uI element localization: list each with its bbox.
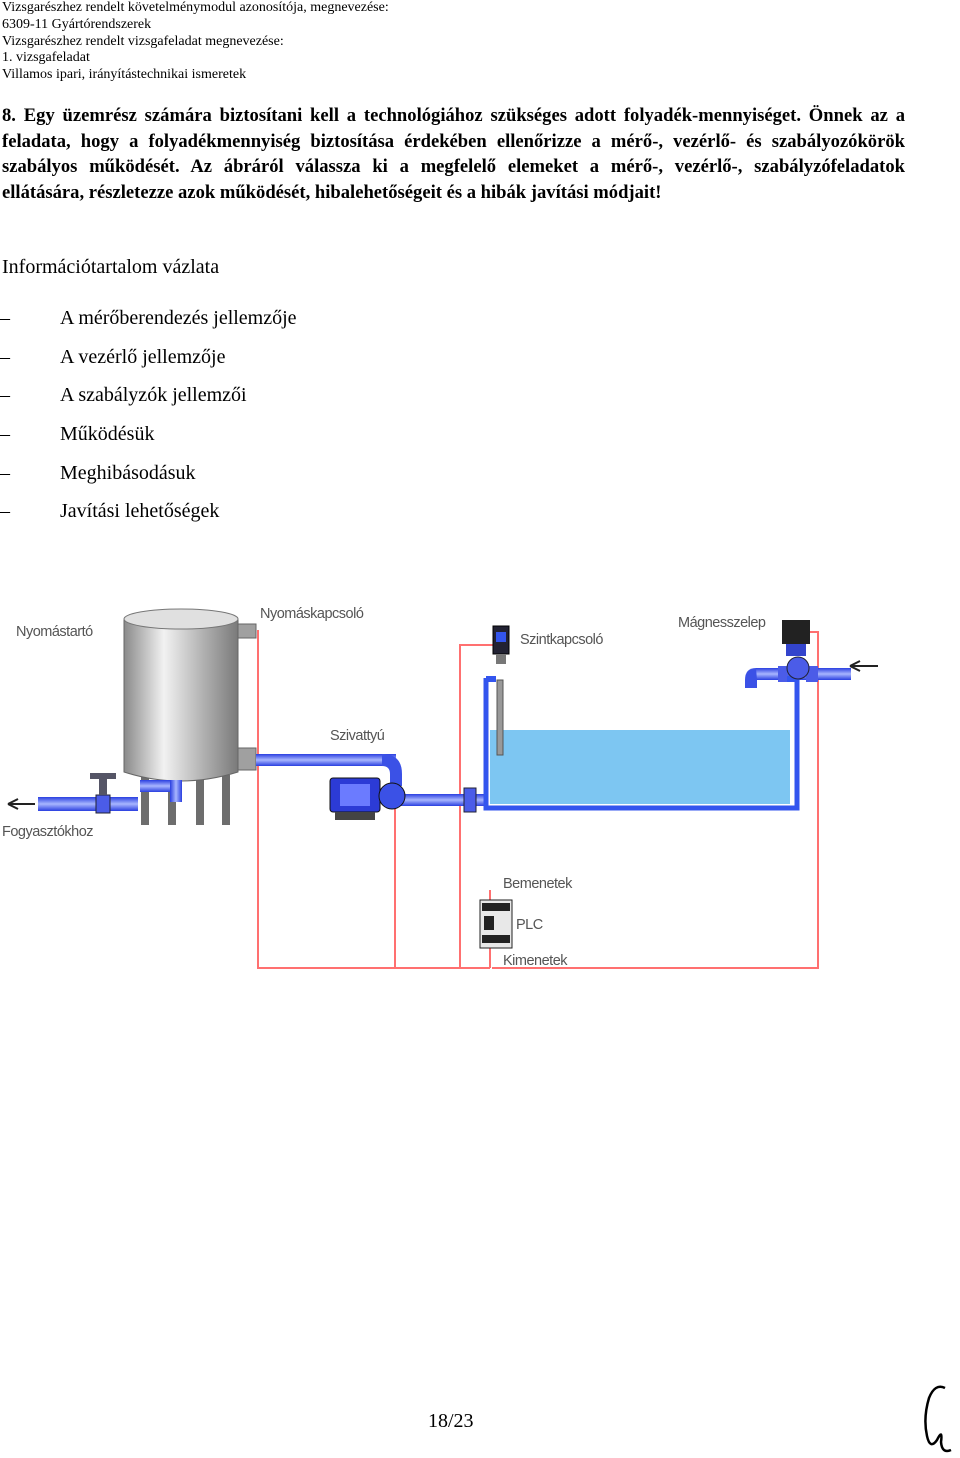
pump bbox=[329, 777, 406, 820]
header-line-4: 1. vizsgafeladat bbox=[2, 50, 90, 66]
list-item-text: Meghibásodásuk bbox=[60, 461, 196, 484]
water-tank bbox=[483, 676, 800, 811]
label-level-switch: Szintkapcsoló bbox=[520, 632, 603, 648]
header-line-2: 6309-11 Gyártórendszerek bbox=[2, 16, 152, 32]
wire-level-switch bbox=[459, 644, 500, 968]
label-solenoid-valve: Mágnesszelep bbox=[678, 615, 766, 631]
list-item-text: Javítási lehetőségek bbox=[60, 500, 220, 523]
list-dash: – bbox=[0, 345, 10, 368]
document-header: Vizsgarészhez rendelt követelménymodul a… bbox=[2, 0, 389, 84]
header-line-3: Vizsgarészhez rendelt vizsgafeladat megn… bbox=[2, 33, 284, 49]
label-pressure-switch: Nyomáskapcsoló bbox=[260, 606, 364, 622]
list-dash: – bbox=[0, 423, 10, 446]
level-switch bbox=[492, 625, 510, 756]
flow-arrows bbox=[7, 660, 878, 810]
label-inputs: Bemenetek bbox=[503, 876, 573, 892]
process-diagram: Nyomástartó Nyomáskapcsoló Szintkapcsoló… bbox=[2, 606, 878, 969]
list-dash: – bbox=[0, 307, 10, 329]
header-line-5: Villamos ipari, irányítástechnikai ismer… bbox=[2, 67, 247, 83]
list-dash: – bbox=[0, 500, 10, 523]
list-item-text: A vezérlő jellemzője bbox=[60, 345, 226, 368]
header-line-1: Vizsgarészhez rendelt követelménymodul a… bbox=[2, 0, 389, 15]
list-item-text: Működésük bbox=[60, 423, 155, 446]
list-dash: – bbox=[0, 461, 10, 484]
signature-mark bbox=[924, 1385, 952, 1453]
list-item-text: A szabályzók jellemzői bbox=[60, 384, 247, 407]
wire-pressure-switch bbox=[257, 630, 490, 969]
label-plc: PLC bbox=[516, 917, 543, 933]
label-outputs: Kimenetek bbox=[503, 953, 568, 969]
label-pump: Szivattyú bbox=[330, 728, 385, 744]
label-consumers: Fogyasztókhoz bbox=[2, 824, 93, 840]
list-item-text: A mérőberendezés jellemzője bbox=[60, 307, 297, 329]
info-content-title: Információtartalom vázlata bbox=[2, 256, 220, 278]
solenoid-valve bbox=[782, 620, 810, 680]
plc bbox=[479, 899, 513, 949]
pressure-tank bbox=[123, 608, 257, 825]
list-dash: – bbox=[0, 384, 10, 407]
page-number: 18/23 bbox=[428, 1410, 474, 1432]
task-description: 8. Egy üzemrész számára biztosítani kell… bbox=[2, 105, 905, 203]
label-pressure-tank: Nyomástartó bbox=[16, 624, 93, 640]
